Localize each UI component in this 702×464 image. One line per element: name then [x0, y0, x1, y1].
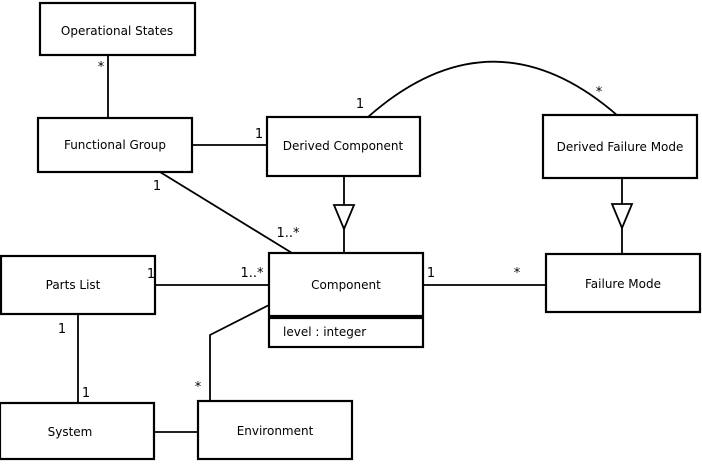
edge-arc-derived-component-derived-failure-mode — [367, 60, 619, 118]
multiplicity-environment-component-star: * — [195, 380, 202, 395]
class-attribute: level : integer — [283, 325, 366, 339]
class-box — [541, 113, 699, 180]
class-box — [0, 254, 157, 316]
class-box — [0, 401, 156, 461]
multiplicity-functional-group-component-one: 1 — [153, 179, 161, 194]
class-box — [265, 115, 422, 178]
class-name: Environment — [237, 424, 314, 438]
multiplicity-operational-states-star: * — [98, 60, 105, 75]
class-name: Operational States — [61, 24, 173, 38]
multiplicity-parts-list-system-one: 1 — [58, 322, 66, 337]
multiplicity-parts-list-one: 1 — [147, 267, 155, 282]
multiplicity-parts-list-component-many: 1..* — [240, 266, 264, 281]
class-name: Component — [311, 278, 381, 292]
class-box — [36, 116, 194, 174]
multiplicity-component-failure-mode-one: 1 — [427, 266, 435, 281]
class-name: Derived Component — [283, 139, 404, 153]
class-failure-mode: Failure Mode — [544, 252, 702, 314]
class-environment: Environment — [196, 399, 354, 461]
class-parts-list: Parts List — [0, 254, 157, 316]
class-box — [267, 251, 425, 318]
multiplicity-arc-one: 1 — [356, 97, 364, 112]
attribute-compartment — [267, 316, 425, 349]
edge-environment-component — [209, 304, 270, 401]
class-box — [544, 252, 702, 314]
multiplicity-component-failure-mode-star: * — [514, 266, 521, 281]
class-name: System — [48, 425, 93, 439]
multiplicity-system-parts-list-one: 1 — [82, 386, 90, 401]
class-name: Functional Group — [64, 138, 166, 152]
class-operational-states: Operational States — [38, 1, 197, 57]
class-derived-failure-mode: Derived Failure Mode — [541, 113, 699, 180]
generalization-triangle-icon — [332, 204, 356, 232]
class-box — [196, 399, 354, 461]
class-functional-group: Functional Group — [36, 116, 194, 174]
class-derived-component: Derived Component — [265, 115, 422, 178]
class-name: Parts List — [46, 278, 101, 292]
class-component: Component level : integer — [267, 251, 425, 349]
class-name: Failure Mode — [585, 277, 661, 291]
edge-functional-group-component — [159, 171, 293, 254]
class-system: System — [0, 401, 156, 461]
multiplicity-functional-group-derived-component-one: 1 — [255, 127, 263, 142]
multiplicity-arc-star: * — [596, 85, 603, 100]
class-box — [38, 1, 197, 57]
multiplicity-functional-group-component-many: 1..* — [276, 226, 300, 241]
generalization-triangle-icon — [610, 203, 634, 231]
class-name: Derived Failure Mode — [557, 140, 684, 154]
